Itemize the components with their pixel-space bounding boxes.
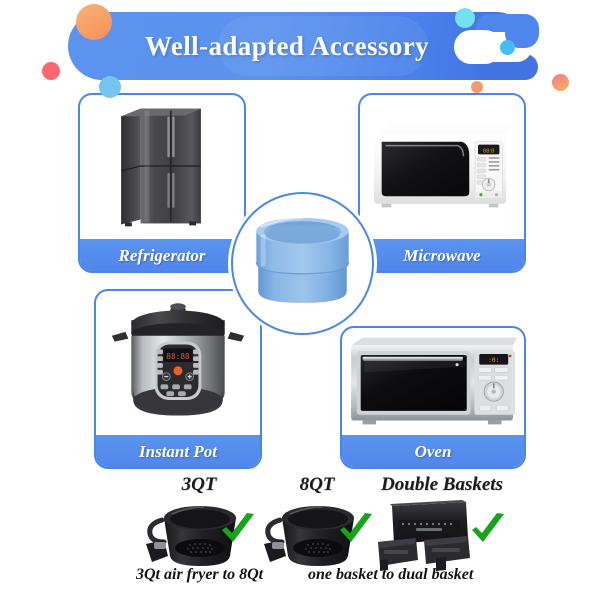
air-fryer-basket-icon <box>140 498 258 576</box>
panel-refrigerator: Refrigerator <box>78 93 246 273</box>
banner-background <box>68 12 530 80</box>
compat-heading-8qt: 8QT <box>299 474 335 495</box>
banner-sheen <box>218 16 428 76</box>
compat-caption-left: 3Qt air fryer to 8Qt <box>136 566 264 583</box>
air-fryer-basket-icon <box>258 498 376 576</box>
panel-label-refrigerator: Refrigerator <box>80 239 244 271</box>
oven-illustration: :0: <box>342 328 524 435</box>
svg-text:88:88: 88:88 <box>166 352 190 361</box>
dot-cyan-top-right <box>455 8 475 28</box>
instant-pot-illustration: 88:88 <box>96 291 260 435</box>
dot-orange-top-left <box>76 4 112 40</box>
panel-label-instant-pot: Instant Pot <box>96 435 260 467</box>
panel-oven: :0: <box>340 326 526 469</box>
refrigerator-illustration <box>80 95 244 239</box>
panel-label-microwave: Microwave <box>360 239 524 271</box>
dot-red-left <box>42 62 60 80</box>
stacked-silicone-pots <box>233 194 372 333</box>
dual-basket-air-fryer-icon <box>372 498 512 576</box>
checkmark-icon-double-baskets <box>468 510 508 550</box>
compat-heading-3qt: 3QT <box>181 474 217 495</box>
banner-notch-inner <box>454 30 502 64</box>
dot-blue-bottom-left <box>99 76 121 98</box>
svg-text::0:: :0: <box>488 357 499 364</box>
panel-label-oven: Oven <box>342 435 524 467</box>
svg-text:88:8: 88:8 <box>483 148 494 154</box>
panel-microwave: 88:8 <box>358 93 526 273</box>
microwave-illustration: 88:8 <box>360 95 524 239</box>
compat-caption-right: one basket to dual basket <box>308 566 474 583</box>
dot-orange-right <box>471 81 483 93</box>
panel-instant-pot: 88:88 <box>94 289 262 469</box>
checkmark-icon-3qt <box>218 510 258 550</box>
page-title: Well-adapted Accessory <box>144 31 430 61</box>
compat-heading-double-baskets: Double Baskets <box>381 474 503 495</box>
dot-cyan-small-right <box>500 40 515 55</box>
dot-gradient-far-right <box>552 74 569 91</box>
checkmark-icon-8qt <box>336 510 376 550</box>
center-product-circle <box>231 192 374 335</box>
